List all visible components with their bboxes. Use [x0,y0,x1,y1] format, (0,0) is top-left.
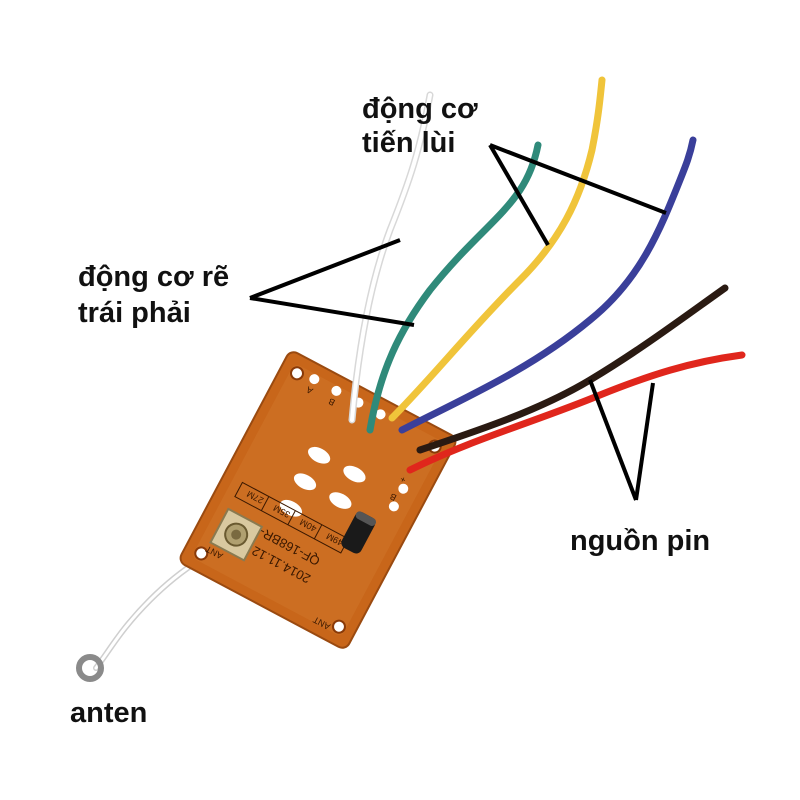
annotation-line-pwr-2 [634,382,655,501]
pad-label-b2: B [388,491,398,503]
annotation-line-steer-1 [249,238,401,300]
annotation-line-fr-1 [488,143,550,247]
label-forward-reverse-motor-line2: tiến lùi [362,127,456,159]
pad-label-b: B [327,396,337,408]
label-steering-motor-line2: trái phải [78,297,191,329]
yellow-wire [388,76,606,422]
white-wire-highlight [350,93,432,422]
pad-label-plus: + [398,474,407,485]
antenna-ring [76,654,104,682]
annotation-line-pwr-1 [588,379,638,501]
annotation-line-fr-2 [489,143,667,215]
label-forward-reverse-motor-line1: động cơ [362,93,478,125]
label-steering-motor-line1: động cơ rẽ [78,261,230,293]
label-battery-power: nguồn pin [570,525,711,557]
label-antenna: anten [70,697,148,729]
blue-wire [398,136,697,434]
green-wire [366,141,542,434]
annotation-line-steer-2 [249,296,415,327]
red-wire [406,351,746,474]
pad-label-a: A [305,384,315,396]
